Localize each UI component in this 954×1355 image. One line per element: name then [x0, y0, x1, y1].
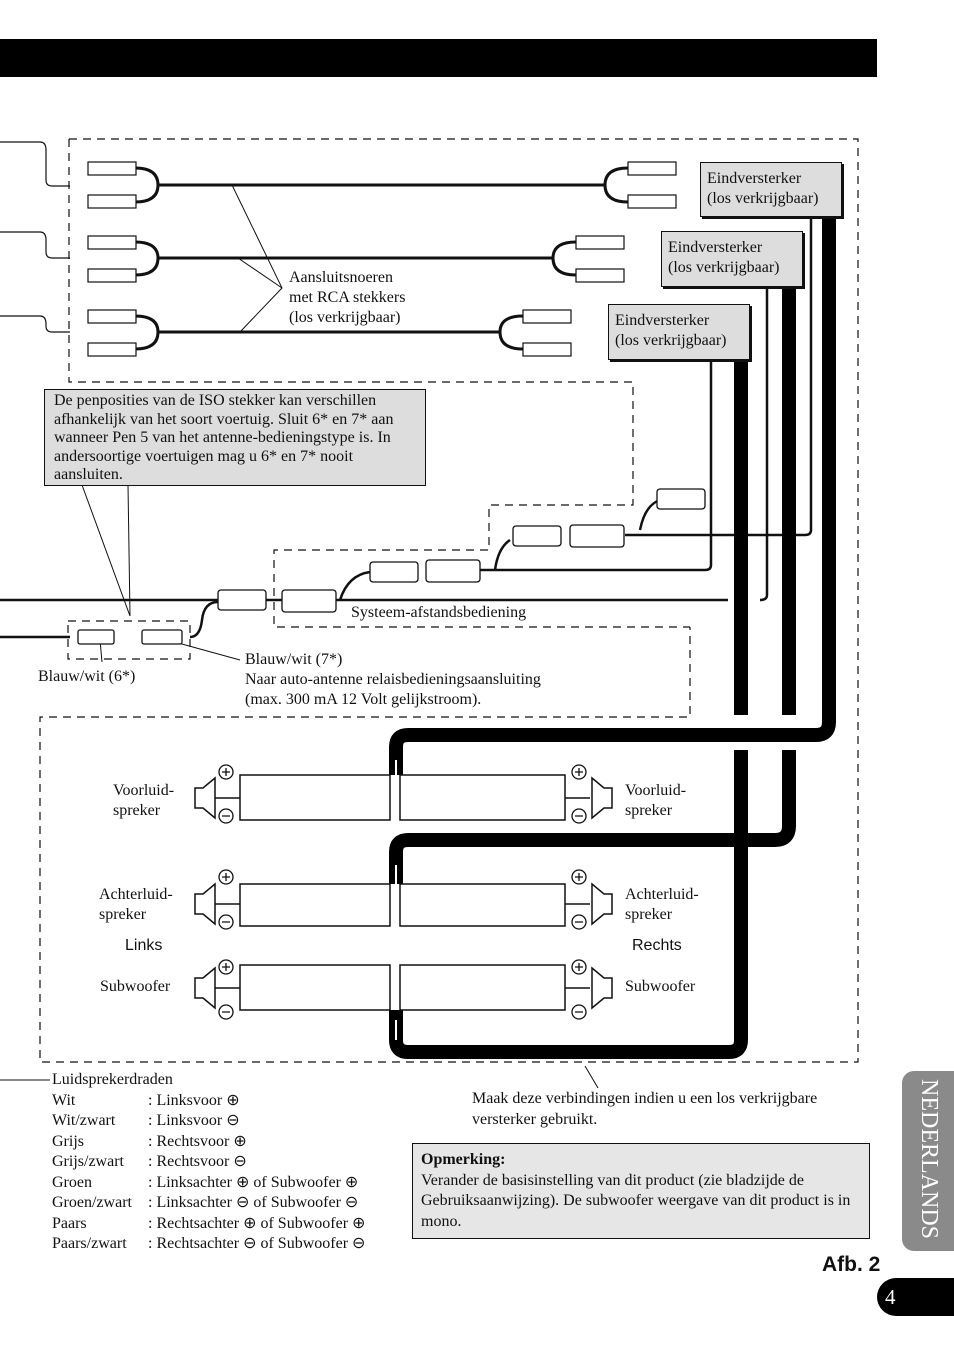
legend-row: Paars: Rechtsachter ⊕ of Subwoofer ⊕	[52, 1214, 366, 1232]
legend-row: Grijs: Rechtsvoor ⊕	[52, 1132, 247, 1150]
iso-note: De penposities van de ISO stekker kan ve…	[44, 389, 426, 486]
page-number-tab: 4	[877, 1278, 954, 1316]
amplifier-box-1: Eindversterker(los verkrijgbaar)	[700, 162, 842, 217]
left-label: Links	[125, 937, 163, 954]
amp-note: Maak deze verbindingen indien u een los …	[472, 1090, 818, 1128]
right-label: Rechts	[632, 937, 682, 954]
legend-row: Groen: Linksachter ⊕ of Subwoofer ⊕	[52, 1173, 359, 1191]
amplifier-box-3: Eindversterker(los verkrijgbaar)	[608, 304, 750, 360]
speaker-wire-legend: Luidsprekerdraden Wit: Linksvoor ⊕ Wit/z…	[52, 1070, 365, 1255]
legend-row: Grijs/zwart: Rechtsvoor ⊖	[52, 1153, 247, 1170]
language-tab[interactable]: NEDERLANDS	[902, 1071, 954, 1251]
remark-text: Verander de basisinstelling van dit prod…	[421, 1171, 851, 1230]
legend-title: Luidsprekerdraden	[52, 1071, 173, 1088]
legend-row: Paars/zwart: Rechtsachter ⊖ of Subwoofer…	[52, 1235, 366, 1252]
legend-row: Wit/zwart: Linksvoor ⊖	[52, 1112, 240, 1129]
rear-right-speaker-label: Achterluid-spreker	[625, 886, 699, 923]
remark-box: Opmerking: Verander de basisinstelling v…	[412, 1143, 870, 1239]
blue-white-7-label: Blauw/wit (7*)Naar auto-antenne relaisbe…	[245, 651, 541, 708]
blue-white-6-label: Blauw/wit (6*)	[38, 668, 136, 685]
remote-label: Systeem-afstandsbediening	[351, 604, 527, 621]
front-left-speaker-label: Voorluid-spreker	[113, 782, 175, 819]
subwoofer-right-label: Subwoofer	[625, 978, 696, 995]
remark-title: Opmerking:	[421, 1151, 506, 1168]
page-number: 4	[885, 1285, 896, 1309]
amplifier-box-2: Eindversterker(los verkrijgbaar)	[661, 231, 803, 287]
legend-row: Groen/zwart: Linksachter ⊖ of Subwoofer …	[52, 1194, 359, 1211]
front-right-speaker-label: Voorluid-spreker	[625, 782, 687, 819]
legend-row: Wit: Linksvoor ⊕	[52, 1091, 240, 1109]
header-bar	[0, 39, 877, 77]
rear-left-speaker-label: Achterluid-spreker	[99, 886, 173, 923]
subwoofer-left-label: Subwoofer	[100, 978, 171, 995]
figure-label: Afb. 2	[822, 1253, 881, 1276]
